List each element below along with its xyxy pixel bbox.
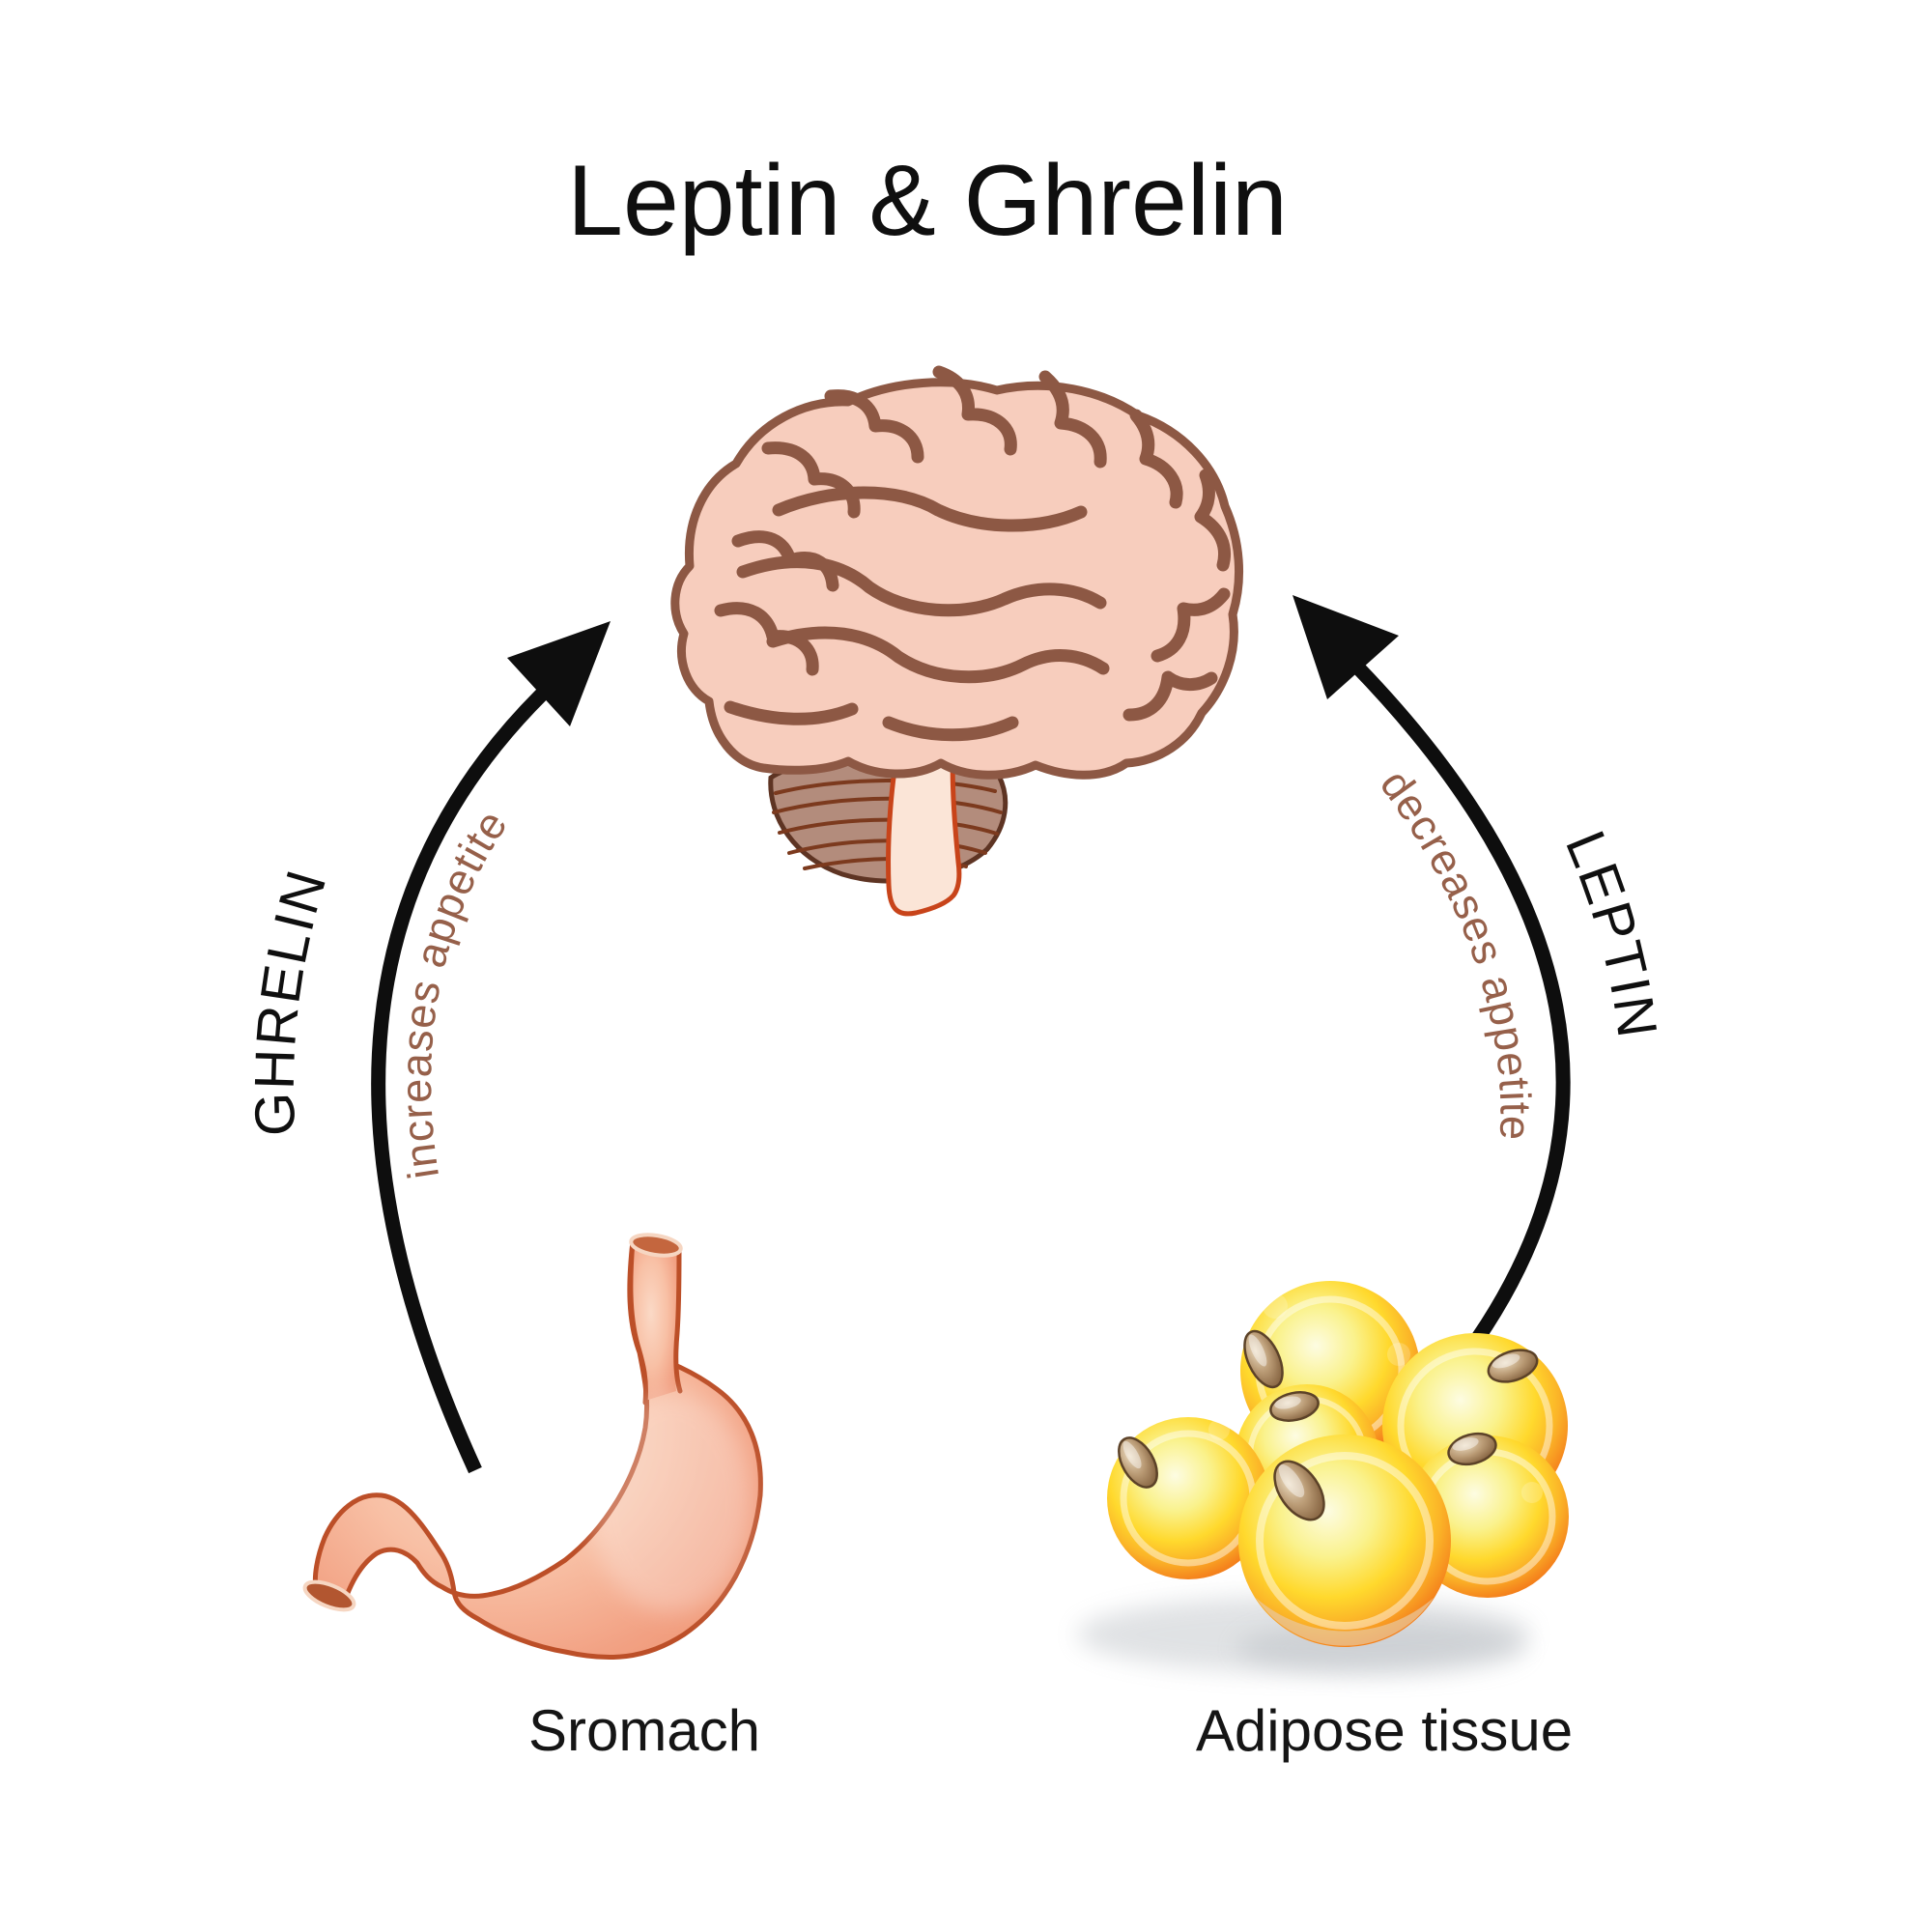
stomach-icon: [302, 1233, 763, 1661]
svg-text:increases appetite: increases appetite: [391, 801, 517, 1182]
adipose-tissue-label: Adipose tissue: [1196, 1698, 1573, 1763]
ghrelin-arrow: [371, 621, 611, 1474]
esophagus-opening: [629, 1233, 683, 1258]
leptin-hormone-label: LEPTIN: [1553, 822, 1667, 1042]
fat-cell: [1107, 1417, 1269, 1579]
ghrelin-hormone-label: GHRELIN: [243, 862, 337, 1137]
ghrelin-arrowhead-icon: [507, 621, 611, 726]
adipose-tissue-icon: [1077, 1281, 1569, 1675]
leptin-arrowhead-icon: [1293, 595, 1399, 699]
ghrelin-effect-label: increases appetite: [391, 801, 516, 1182]
svg-text:GHRELIN: GHRELIN: [243, 862, 339, 1137]
leptin-arrow: [1293, 595, 1571, 1346]
stomach-label: Sromach: [528, 1698, 760, 1763]
svg-text:LEPTIN: LEPTIN: [1553, 822, 1669, 1042]
duodenum-opening: [302, 1579, 356, 1612]
fat-cell: [1238, 1435, 1451, 1647]
brain-icon: [670, 365, 1243, 917]
svg-text:decreases appetite: decreases appetite: [1371, 760, 1541, 1141]
diagram-title: Leptin & Ghrelin: [567, 145, 1288, 257]
leptin-effect-label: decreases appetite: [1371, 760, 1540, 1141]
